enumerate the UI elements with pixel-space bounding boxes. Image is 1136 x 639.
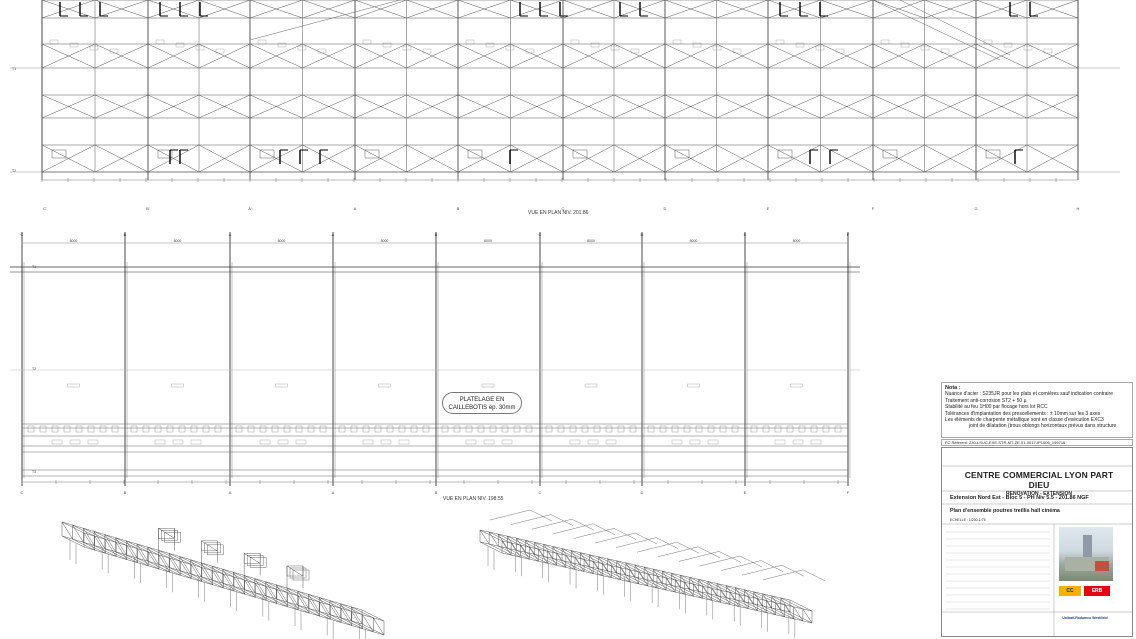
lower-grid-label-bottom: E: [744, 490, 747, 495]
upper-grid-label: F: [872, 206, 875, 211]
upper-grid-label: B': [146, 206, 150, 211]
lower-view-title: VUE EN PLAN NIV. 198.55: [443, 496, 504, 502]
level-mark: T2: [12, 169, 16, 173]
lower-grid-label: F: [847, 232, 850, 237]
lower-grid-label-bottom: D: [641, 490, 644, 495]
bay-dimension: 8000: [70, 239, 78, 243]
notes-title: Nota :: [945, 385, 961, 391]
notes-line: Nuance d'acier : S235JR pour les plats e…: [945, 391, 1113, 398]
lower-grid-label: D: [641, 232, 644, 237]
notes-line: Tolérances d'implantation des prescellem…: [945, 410, 1101, 417]
lower-grid-label-bottom: A: [332, 490, 335, 495]
upper-grid-label: C: [562, 206, 565, 211]
notes-line: Traitement anti-corrosion ST2 + 50 µ: [945, 397, 1027, 404]
upper-plan-view: [10, 0, 1120, 182]
drawing-scale: ECHELLE : 1/200-1/75: [950, 518, 986, 522]
project-subtitle: RENOVATION - EXTENSION: [1006, 491, 1072, 497]
project-header: CENTRE COMMERCIAL LYON PART DIEU RENOVAT…: [954, 470, 1124, 497]
notes-box: Nota : Nuance d'acier : S235JR pour les …: [941, 382, 1133, 438]
project-photo: [1059, 527, 1113, 581]
lower-grid-label: C: [21, 232, 24, 237]
upper-grid-label: E: [767, 206, 770, 211]
level-mark: T1: [12, 67, 16, 71]
lower-grid-label: B: [435, 232, 438, 237]
lower-grid-label: B: [124, 232, 127, 237]
upper-grid-label: C': [43, 206, 47, 211]
bay-dimension: 8000: [278, 239, 286, 243]
urw-logo: Unibail-Rodamco Westfield: [1055, 616, 1115, 630]
lower-grid-label-bottom: C: [21, 490, 24, 495]
bay-dimension: 8000: [484, 239, 492, 243]
platelage-callout: PLATELAGE EN CAILLEBOTIS ép. 30mm: [442, 392, 522, 414]
reference-line: FC Référent: 230-LSUC-EXE-STR-MT-ZE-01-0…: [941, 439, 1133, 446]
upper-grid-label: A: [354, 206, 357, 211]
lower-grid-label-bottom: A: [229, 490, 232, 495]
notes-line: Stabilité au feu 1H00 par flocage hors l…: [945, 404, 1048, 411]
lower-grid-label-bottom: C: [539, 490, 542, 495]
bay-dimension: 8000: [690, 239, 698, 243]
lower-grid-label: A: [332, 232, 335, 237]
lower-plan-view: [10, 232, 860, 486]
upper-view-title: VUE EN PLAN NIV. 201.86: [528, 210, 589, 216]
upper-grid-label: D: [664, 206, 667, 211]
cc-logo: CC: [1059, 586, 1081, 596]
title-block-frame: [942, 465, 1132, 636]
upper-grid-label: G: [974, 206, 977, 211]
notes-line: Les éléments de charpente métallique son…: [945, 417, 1104, 424]
lower-grid-label: A: [229, 232, 232, 237]
drawing-title: Extension Nord Est - Bloc 5 - PH Niv 5.5…: [950, 495, 1089, 501]
upper-grid-label: B: [457, 206, 460, 211]
isometric-view-right: [479, 509, 826, 638]
lower-grid-label-bottom: B: [435, 490, 438, 495]
platelage-line-1: PLATELAGE EN: [459, 397, 505, 403]
drawing-subtitle: Plan d'ensemble poutres treillis hall ci…: [950, 508, 1060, 514]
upper-grid-label: H: [1077, 206, 1080, 211]
title-block: CENTRE COMMERCIAL LYON PART DIEU RENOVAT…: [941, 447, 1133, 637]
lower-grid-label-bottom: F: [847, 490, 850, 495]
lower-grid-label: E: [744, 232, 747, 237]
notes-line: joint de dilatation (trous oblongs horiz…: [969, 423, 1117, 430]
project-title: CENTRE COMMERCIAL LYON PART DIEU: [964, 470, 1114, 490]
isometric-view-left: [61, 521, 385, 639]
level-mark: T2: [32, 367, 36, 371]
erb-logo: ERB: [1084, 586, 1110, 596]
bay-dimension: 8000: [793, 239, 801, 243]
grid-labels: C' B' A' A B C D E F G H C C B B A A A A B B C C D D E E F F 8000 8000…: [12, 67, 1080, 495]
lower-grid-label: C: [539, 232, 542, 237]
level-mark: T3: [32, 470, 36, 474]
bay-dimension: 8000: [381, 239, 389, 243]
level-mark: T1: [32, 265, 36, 269]
bay-dimension: 8000: [587, 239, 595, 243]
platelage-line-2: CAILLEBOTIS ép. 30mm: [448, 405, 516, 411]
upper-grid-label: A': [248, 206, 252, 211]
lower-grid-label-bottom: B: [124, 490, 127, 495]
bay-dimension: 8000: [174, 239, 182, 243]
